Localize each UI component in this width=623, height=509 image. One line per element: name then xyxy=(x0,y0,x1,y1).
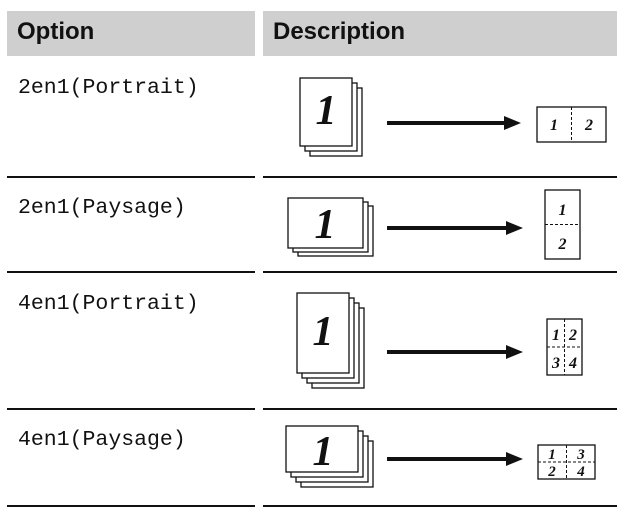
arrow-icon xyxy=(506,452,523,466)
result-digit: 1 xyxy=(552,327,560,344)
result-digit: 3 xyxy=(576,447,585,463)
arrow-icon xyxy=(506,345,523,359)
result-digit: 2 xyxy=(568,327,577,344)
result-digit: 4 xyxy=(576,464,585,480)
diagram-2in1-landscape: 1 1 2 xyxy=(287,189,581,260)
option-4in1-landscape: 4en1(Paysage) xyxy=(18,428,186,452)
row-divider xyxy=(263,505,617,507)
source-digit: 1 xyxy=(316,88,337,134)
row-divider xyxy=(7,408,255,410)
option-2in1-landscape: 2en1(Paysage) xyxy=(18,196,186,220)
result-digit: 2 xyxy=(584,117,593,134)
row-divider xyxy=(7,505,255,507)
result-digit: 3 xyxy=(551,355,560,372)
option-2in1-portrait: 2en1(Portrait) xyxy=(18,76,199,100)
row-divider xyxy=(263,408,617,410)
diagram-4in1-portrait: 1 1 2 3 4 xyxy=(296,292,583,389)
row-divider xyxy=(263,271,617,273)
result-digit: 1 xyxy=(550,117,558,134)
option-4in1-portrait: 4en1(Portrait) xyxy=(18,292,199,316)
header-description-label: Description xyxy=(273,18,406,45)
header-option-cell: Option xyxy=(7,11,255,56)
header-option-label: Option xyxy=(17,18,95,45)
result-digit: 4 xyxy=(568,355,577,372)
result-digit: 1 xyxy=(548,447,556,463)
header-description-cell: Description xyxy=(263,11,617,56)
diagram-4in1-landscape: 1 1 3 2 4 xyxy=(285,425,596,488)
row-divider xyxy=(263,176,617,178)
row-divider xyxy=(7,176,255,178)
diagram-2in1-portrait: 1 1 2 xyxy=(299,77,607,157)
source-digit: 1 xyxy=(315,202,336,248)
result-digit: 2 xyxy=(558,236,567,253)
row-divider xyxy=(7,271,255,273)
arrow-icon xyxy=(504,116,521,130)
result-digit: 1 xyxy=(559,202,567,219)
source-digit: 1 xyxy=(313,309,334,355)
source-digit: 1 xyxy=(313,429,334,475)
arrow-icon xyxy=(506,221,523,235)
result-digit: 2 xyxy=(547,464,556,480)
